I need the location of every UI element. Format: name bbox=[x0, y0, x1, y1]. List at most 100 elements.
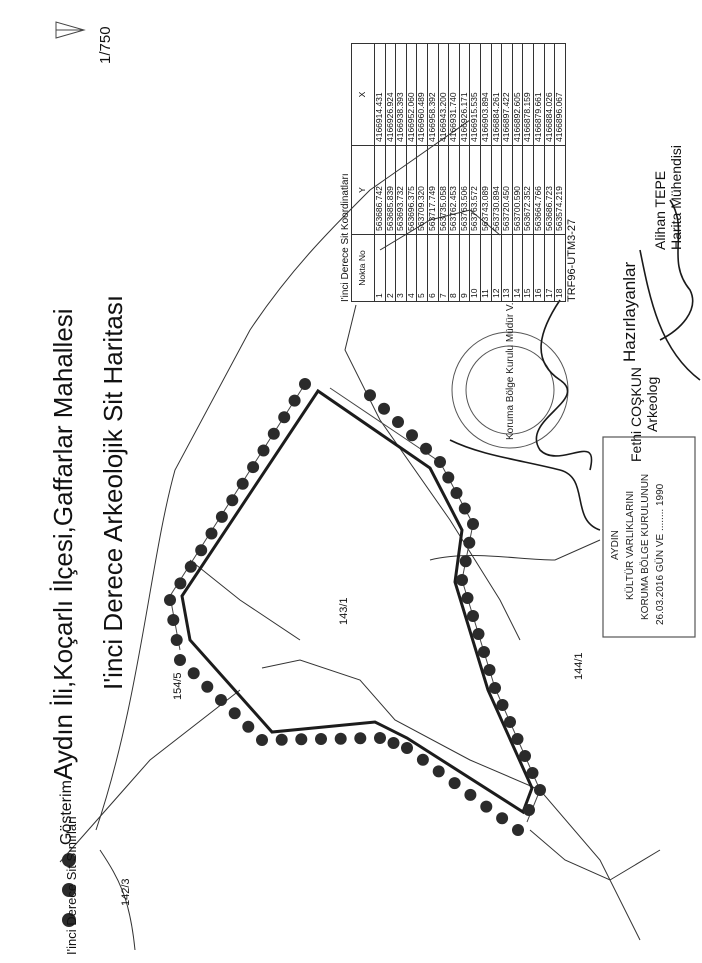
boundary-dot bbox=[434, 456, 446, 468]
boundary-dot bbox=[247, 461, 260, 474]
site-boundary-dots bbox=[164, 378, 546, 836]
table-cell: 4166914.431 bbox=[374, 43, 386, 146]
boundary-dot bbox=[174, 577, 187, 590]
boundary-dot bbox=[456, 574, 468, 586]
table-cell: 4166884.026 bbox=[544, 43, 555, 146]
signature-icon bbox=[449, 199, 701, 531]
column-header: Nokta No bbox=[351, 234, 375, 302]
legend-item-label: I'inci Derece Sit Sınırları bbox=[64, 815, 79, 955]
table-cell: 563763.506 bbox=[459, 145, 470, 235]
boundary-dot bbox=[523, 804, 535, 816]
table-cell: 563664.766 bbox=[533, 145, 544, 235]
table-cell: 563686.723 bbox=[544, 145, 555, 235]
parcel-label: 143/1 bbox=[338, 597, 350, 625]
table-cell: 5 bbox=[416, 234, 428, 302]
boundary-dot bbox=[416, 753, 429, 766]
boundary-dot bbox=[464, 788, 477, 801]
boundary-dot bbox=[478, 646, 490, 658]
person1-role: Harita Mühendisi bbox=[668, 144, 684, 250]
boundary-dot bbox=[226, 494, 239, 507]
boundary-dot bbox=[374, 732, 386, 744]
boundary-dot bbox=[195, 544, 208, 557]
boundary-dot bbox=[184, 560, 197, 573]
map-scale: 1/750 bbox=[97, 26, 114, 64]
table-cell: 4166943.200 bbox=[438, 43, 449, 146]
parcel-boundary-lines bbox=[59, 119, 661, 951]
table-cell: 14 bbox=[512, 234, 523, 302]
boundary-dot bbox=[472, 628, 485, 640]
datum-label: TRF96-UTM3-27 bbox=[565, 218, 578, 302]
boundary-dot bbox=[420, 442, 432, 455]
table-cell: 563730.894 bbox=[491, 145, 502, 235]
boundary-dot bbox=[201, 680, 214, 693]
boundary-dot bbox=[406, 429, 418, 442]
boundary-dot bbox=[215, 510, 228, 523]
boundary-dot bbox=[392, 416, 404, 428]
boundary-dot bbox=[228, 707, 241, 720]
boundary-dot bbox=[256, 734, 268, 746]
table-header-row: Nokta No Y X bbox=[351, 43, 375, 302]
table-cell: 563696.375 bbox=[406, 145, 417, 235]
boundary-dot bbox=[432, 765, 445, 778]
rect-stamp-line3: KORUMA BÖLGE KURULUNUN bbox=[640, 473, 651, 620]
boundary-dot bbox=[257, 444, 270, 457]
table-cell: 563720.450 bbox=[501, 145, 513, 235]
boundary-dot bbox=[364, 389, 376, 402]
table-cell: 4166938.393 bbox=[395, 43, 407, 146]
table-cell: 563743.089 bbox=[480, 145, 492, 235]
boundary-dot bbox=[174, 654, 186, 666]
person2-name: Fethi COŞKUN bbox=[628, 367, 644, 462]
boundary-dot bbox=[164, 594, 176, 606]
coordinates-panel: I'inci Derece Sit Koordinatları Nokta No… bbox=[340, 43, 578, 302]
parcel-label: 144/1 bbox=[573, 652, 585, 680]
table-cell: 4166958.392 bbox=[427, 43, 439, 146]
table-cell: 563574.219 bbox=[554, 145, 566, 235]
table-cell: 12 bbox=[491, 234, 502, 302]
table-cell: 1 bbox=[374, 234, 386, 302]
boundary-dot bbox=[442, 471, 455, 484]
table-cell: 7 bbox=[438, 234, 449, 302]
rect-stamp-line1: AYDIN bbox=[610, 530, 621, 560]
boundary-dot bbox=[267, 427, 280, 440]
boundary-dot bbox=[458, 502, 471, 515]
table-cell: 4166879.661 bbox=[533, 43, 544, 146]
boundary-dot bbox=[205, 527, 218, 540]
table-cell: 563693.732 bbox=[395, 145, 407, 235]
map-title-line1: Aydın İli,Koçarlı İlçesi,Gaffarlar Mahal… bbox=[48, 308, 78, 780]
table-cell: 563709.320 bbox=[416, 145, 428, 235]
table-cell: 11 bbox=[480, 234, 492, 302]
table-cell: 4166878.159 bbox=[522, 43, 534, 146]
person1-name: Alihan TEPE bbox=[652, 170, 668, 250]
boundary-dot bbox=[288, 394, 301, 407]
boundary-dot bbox=[278, 411, 291, 424]
table-cell: 563672.352 bbox=[522, 145, 534, 235]
boundary-dot bbox=[236, 477, 249, 490]
table-cell: 4166931.740 bbox=[448, 43, 460, 146]
table-cell: 4166897.422 bbox=[501, 43, 513, 146]
boundary-dot bbox=[299, 378, 311, 390]
boundary-dot bbox=[467, 610, 479, 622]
coordinates-title: I'inci Derece Sit Koordinatları bbox=[340, 173, 351, 302]
boundary-dot bbox=[496, 812, 509, 825]
boundary-dot bbox=[504, 716, 516, 728]
table-cell: 8 bbox=[448, 234, 460, 302]
table-cell: 15 bbox=[522, 234, 534, 302]
table-cell: 563686.742 bbox=[374, 145, 386, 235]
table-cell: 4166952.060 bbox=[406, 43, 417, 146]
boundary-dot bbox=[170, 634, 183, 646]
table-cell: 3 bbox=[395, 234, 407, 302]
table-cell: 4 bbox=[406, 234, 417, 302]
